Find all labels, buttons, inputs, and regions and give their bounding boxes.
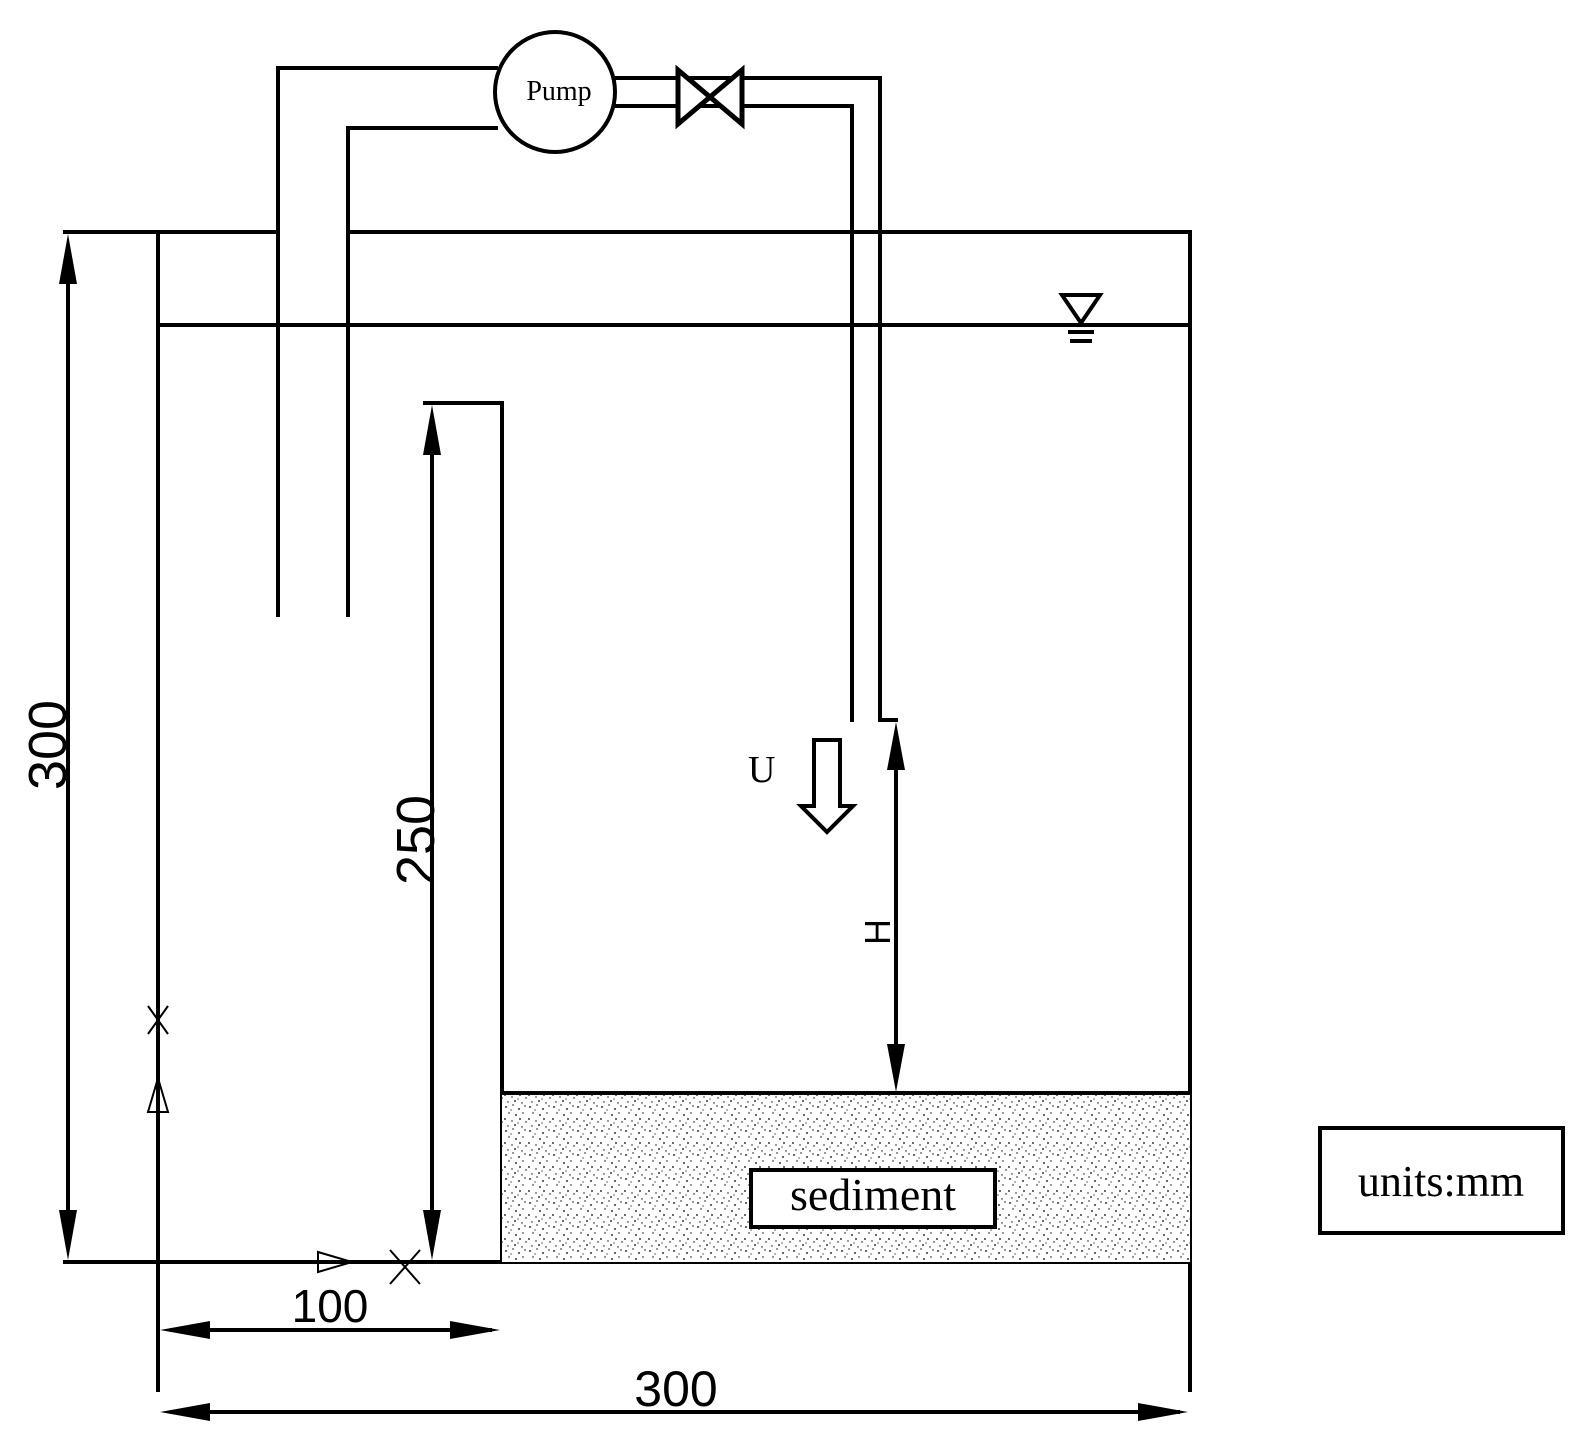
sediment-label: sediment: [790, 1169, 956, 1220]
suction-pipe-outer: [276, 66, 498, 617]
inlet-flow-markers: [146, 1005, 421, 1285]
water-level-icon: [1058, 293, 1104, 343]
baffle-wall: [423, 401, 504, 1264]
pump-icon: Pump: [493, 30, 617, 154]
baffle-height-arrow-bottom: [423, 1210, 441, 1260]
discharge-pipe: [613, 76, 898, 722]
units-box: units:mm: [1318, 1126, 1565, 1235]
inlet-width-arrow-right: [450, 1321, 500, 1339]
baffle-height-dimension: 250: [386, 405, 446, 1260]
velocity-label: U: [748, 749, 775, 791]
jet-height-arrow-top: [887, 722, 905, 770]
suction-pipe: [276, 66, 498, 617]
upflow-marker-triangle: [146, 1074, 170, 1113]
flow-arrow-shape: [796, 738, 858, 835]
water-level-triangle: [1058, 293, 1104, 327]
baffle-height-arrow-top: [423, 405, 441, 455]
tank-width-label: 300: [634, 1361, 717, 1417]
pump-body: [493, 30, 617, 154]
tank-width-dimension: 300: [160, 1361, 1188, 1421]
sediment-label-box: [749, 1168, 997, 1229]
jet-height-dimension: H: [857, 722, 905, 1092]
sediment-bed: sediment: [500, 1091, 1192, 1262]
tank-height-dimension: 300: [18, 234, 78, 1260]
tank-width-arrow-left: [160, 1403, 210, 1421]
tank-height-label: 300: [18, 700, 78, 790]
valve-body: [675, 64, 745, 130]
jet-height-arrow-bottom: [887, 1044, 905, 1092]
suction-pipe-inner: [346, 126, 498, 617]
flow-arrow-icon: U: [748, 738, 858, 835]
baffle-height-label: 250: [386, 795, 446, 885]
units-box-frame: [1318, 1126, 1565, 1235]
tank-height-arrow-top: [59, 234, 77, 284]
discharge-pipe-outer: [613, 76, 898, 722]
inlet-width-label: 100: [292, 1280, 369, 1332]
tank-width-arrow-right: [1138, 1403, 1188, 1421]
bottom-flow-marker-cross-b: [389, 1249, 421, 1285]
upflow-marker-cross-b: [147, 1005, 169, 1035]
tank-height-arrow-bottom: [59, 1210, 77, 1260]
valve-icon: [675, 64, 745, 130]
bottom-flow-marker-triangle: [317, 1250, 356, 1274]
inlet-width-arrow-left: [160, 1321, 210, 1339]
inlet-width-dimension: 100: [160, 1280, 500, 1339]
pump-label: Pump: [526, 76, 591, 107]
jet-height-label: H: [857, 919, 898, 945]
discharge-pipe-inner: [613, 104, 854, 722]
units-label: units:mm: [1358, 1157, 1524, 1206]
